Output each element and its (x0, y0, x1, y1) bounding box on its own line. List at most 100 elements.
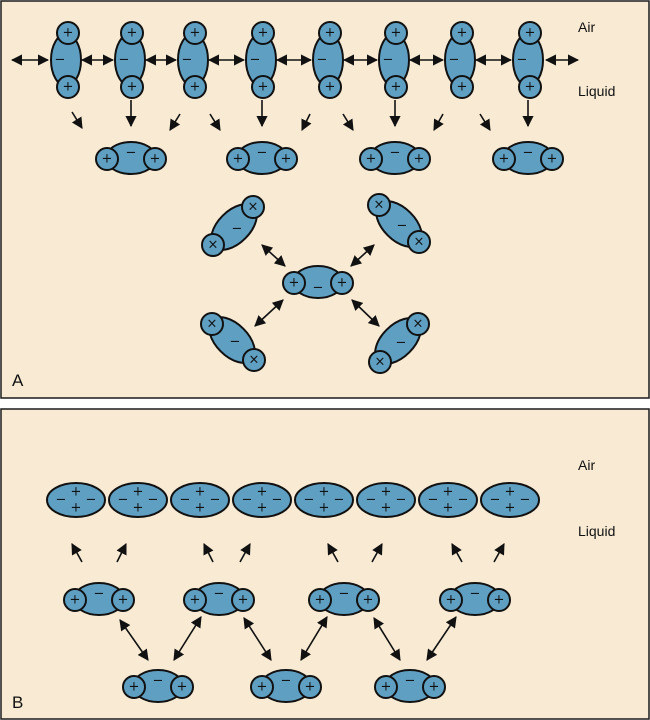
charge-negative: − (56, 493, 67, 508)
charge-negative: − (313, 281, 324, 296)
charge-negative: − (281, 674, 292, 689)
molecule: ++− (308, 582, 380, 616)
atom-sign: + (494, 593, 505, 608)
atom-right (111, 588, 135, 612)
atom-left (226, 147, 250, 171)
atom-sign: + (499, 152, 510, 167)
atom-sign: × (375, 355, 386, 370)
atom-sign: + (547, 152, 558, 167)
atom-sign: + (190, 593, 201, 608)
molecule: ++− (122, 669, 194, 703)
atom-sign: + (150, 152, 161, 167)
surface-molecule: ++−− (480, 482, 540, 518)
atom (407, 230, 431, 254)
atom-sign: + (414, 152, 425, 167)
atom-bottom (56, 75, 80, 99)
upward-arrow (371, 543, 383, 563)
charge-negative: − (396, 336, 407, 351)
charge-positive: + (443, 501, 454, 516)
atom-top (318, 21, 342, 45)
upward-arrow (203, 542, 214, 563)
charge-positive: + (381, 485, 392, 500)
atom-sign: + (381, 680, 392, 695)
atom-sign: × (413, 317, 424, 332)
surface-molecule: ++−− (108, 482, 168, 518)
charge-negative: − (317, 53, 328, 68)
atom-right (356, 588, 380, 612)
atom-sign: + (315, 593, 326, 608)
molecule-body (356, 482, 416, 518)
atom-sign: + (190, 80, 201, 95)
atom-top (56, 21, 80, 45)
atom-left (122, 675, 146, 699)
surface-molecule: ++−− (232, 482, 292, 518)
atom-sign: + (366, 152, 377, 167)
atom-sign: + (118, 593, 129, 608)
downward-arrow (71, 111, 83, 129)
charge-negative: − (55, 53, 66, 68)
atom-top (518, 21, 542, 45)
downward-arrow (169, 113, 181, 131)
surface-molecule: ++− (245, 21, 277, 99)
charge-negative: − (126, 146, 137, 161)
molecule: ++− (282, 265, 354, 299)
double-arrow (426, 616, 457, 661)
upward-arrow (451, 543, 463, 563)
atom-right (170, 675, 194, 699)
atom-left (183, 588, 207, 612)
panel-a-liquid-label: Liquid (578, 83, 615, 99)
atom-sign: + (457, 26, 468, 41)
charge-positive: + (257, 501, 268, 516)
charge-positive: + (195, 501, 206, 516)
atom-sign: + (391, 80, 402, 95)
atom-right (540, 147, 564, 171)
diagonal-molecule: × ×− (368, 312, 430, 374)
upward-arrow (116, 542, 127, 563)
atom-sign: + (429, 680, 440, 695)
atom-sign: + (258, 80, 269, 95)
surface-molecule: ++−− (46, 482, 106, 518)
atom-top (251, 21, 275, 45)
atom-sign: × (207, 317, 218, 332)
atom-right (407, 147, 431, 171)
atom-right (298, 675, 322, 699)
charge-negative: − (470, 587, 481, 602)
atom-right (422, 675, 446, 699)
panel-a-content: ++−++−++−++−++−++−++−++−++−++−++−++−++−×… (10, 21, 580, 374)
atom-right (487, 588, 511, 612)
charge-negative: − (210, 493, 221, 508)
charge-negative: − (334, 493, 345, 508)
charge-positive: + (133, 501, 144, 516)
molecule-body (108, 482, 168, 518)
charge-negative: − (148, 493, 159, 508)
atom-sign: × (208, 238, 219, 253)
atom-sign: + (446, 593, 457, 608)
atom-sign: + (70, 593, 81, 608)
charge-negative: − (304, 493, 315, 508)
atom-bottom (518, 75, 542, 99)
molecule: + +− (95, 141, 167, 175)
molecule: ++− (492, 141, 564, 175)
atom-bottom (384, 75, 408, 99)
panel-a-air-label: Air (578, 19, 595, 35)
atom-top (384, 21, 408, 45)
atom (242, 348, 266, 372)
downward-arrow (301, 113, 312, 132)
double-arrow (373, 617, 401, 661)
atom-sign: × (248, 200, 259, 215)
atom-left (282, 271, 306, 295)
panel-b-label: B (12, 693, 23, 712)
atom-sign: + (102, 152, 113, 167)
atom-sign: × (249, 353, 260, 368)
atom-right (274, 147, 298, 171)
charge-negative: − (182, 53, 193, 68)
atom-sign: + (257, 680, 268, 695)
panel-b-air-label: Air (578, 457, 595, 473)
atom-sign: + (63, 26, 74, 41)
upward-arrow (493, 543, 505, 563)
molecule: ++− (226, 141, 298, 175)
upward-arrow (327, 543, 339, 563)
charge-positive: + (319, 485, 330, 500)
